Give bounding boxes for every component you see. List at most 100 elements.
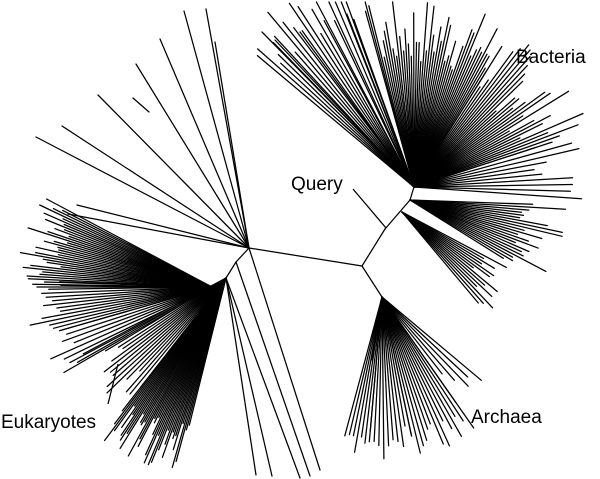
internal-branch bbox=[361, 265, 383, 298]
archaea-leaf-branch bbox=[381, 296, 405, 448]
bacteria-leaf-branch bbox=[261, 31, 415, 188]
bacteria-leaf-branch bbox=[413, 186, 583, 200]
archaea-leaf-branch bbox=[381, 296, 469, 378]
eukaryote-leaf-branch bbox=[66, 286, 213, 335]
archaea-leaf-branch bbox=[381, 296, 451, 447]
archaea-leaf-branch bbox=[381, 296, 443, 375]
eukaryote-leaf-branch bbox=[42, 286, 213, 307]
bacteria-leaf-branch bbox=[413, 48, 521, 188]
bacteria-leaf-branch bbox=[413, 73, 526, 188]
archaea-leaf-branch bbox=[381, 296, 456, 381]
bacteria-leaf-branch bbox=[328, 1, 415, 188]
archaea-leaf-branch bbox=[364, 296, 383, 444]
archaea-label: Archaea bbox=[471, 407, 542, 428]
bacteria-leaf-branch bbox=[334, 1, 415, 188]
bacteria-leaf-branch bbox=[409, 199, 567, 210]
archaea-leaf-branch bbox=[381, 296, 413, 437]
bacteria-leaf-branch bbox=[288, 2, 415, 188]
eukaryote-leaf-branch bbox=[132, 97, 150, 113]
archaea-leaf-branch bbox=[381, 296, 385, 460]
bacteria-label: Bacteria bbox=[516, 47, 586, 68]
bacteria-leaf-branch bbox=[280, 62, 415, 188]
eukaryote-leaf-branch bbox=[45, 198, 213, 288]
eukaryote-leaf-branch bbox=[59, 281, 213, 288]
archaea-leaf-branch bbox=[371, 296, 383, 361]
eukaryote-leaf-branch bbox=[76, 277, 227, 363]
archaea-leaf-branch bbox=[373, 296, 383, 443]
bacteria-leaf-branch bbox=[311, 8, 415, 188]
bacteria-leaf-branch bbox=[409, 199, 563, 237]
eukaryotes-leader-line bbox=[107, 363, 119, 405]
archaea-leaf-branch bbox=[381, 296, 464, 422]
archaea-leaf-branch bbox=[381, 296, 453, 430]
bacteria-leaf-branch bbox=[294, 51, 415, 188]
eukaryote-leaf-branch bbox=[225, 277, 257, 476]
archaea-leaf-branch bbox=[381, 296, 390, 447]
bacteria-leaf-branch bbox=[409, 199, 504, 259]
eukaryote-leaf-branch bbox=[50, 286, 213, 360]
bacteria-leaf-branch bbox=[413, 147, 580, 188]
archaea-leaf-branch bbox=[344, 296, 383, 437]
bacteria-leaf-branch bbox=[409, 199, 563, 234]
query-label: Query bbox=[291, 174, 343, 195]
bacteria-leaf-branch bbox=[297, 5, 415, 188]
bacteria-leaf-branch bbox=[345, 1, 415, 188]
bacteria-leaf-branch bbox=[299, 31, 415, 188]
bacteria-leaf-branch bbox=[413, 45, 503, 188]
eukaryote-leaf-branch bbox=[106, 277, 227, 388]
eukaryote-leaf-branch bbox=[104, 277, 227, 352]
bacteria-leaf-branch bbox=[282, 21, 415, 188]
eukaryote-leaf-branch bbox=[109, 277, 227, 373]
bacteria-leaf-branch bbox=[413, 183, 574, 188]
bacteria-leaf-branch bbox=[315, 1, 415, 188]
eukaryotes-label: Eukaryotes bbox=[1, 412, 96, 433]
bacteria-leaf-branch bbox=[413, 44, 530, 188]
bacteria-leaf-branch bbox=[413, 112, 584, 188]
eukaryote-leaf-branch bbox=[112, 277, 227, 377]
archaea-leaf-branch bbox=[381, 296, 456, 418]
eukaryote-leaf-branch bbox=[35, 136, 250, 249]
bacteria-leaf-branch bbox=[267, 11, 415, 188]
internal-branch bbox=[225, 261, 237, 279]
bacteria-leaf-branch bbox=[409, 199, 547, 273]
archaea-leaf-branch bbox=[381, 296, 457, 404]
bacteria-leaf-branch bbox=[413, 142, 573, 188]
eukaryote-leaf-branch bbox=[56, 286, 213, 309]
query-leader-line bbox=[352, 188, 387, 229]
eukaryote-leaf-branch bbox=[58, 286, 213, 332]
archaea-leaf-branch bbox=[369, 296, 383, 432]
bacteria-leaf-branch bbox=[277, 53, 415, 188]
bacteria-leaf-branch bbox=[340, 1, 415, 188]
bacteria-leaf-branch bbox=[401, 211, 479, 304]
internal-branch bbox=[235, 247, 250, 263]
archaea-leaf-branch bbox=[381, 296, 444, 445]
archaea-leaf-branch bbox=[381, 296, 428, 441]
eukaryote-leaf-branch bbox=[49, 286, 213, 326]
internal-branch bbox=[409, 186, 415, 201]
eukaryote-leaf-branch bbox=[45, 286, 213, 298]
eukaryote-leaf-branch bbox=[183, 10, 250, 249]
eukaryote-leaf-branch bbox=[129, 277, 227, 395]
eukaryote-leaf-branch bbox=[159, 38, 250, 249]
archaea-leaf-branch bbox=[381, 296, 406, 427]
eukaryote-leaf-branch bbox=[73, 286, 213, 344]
eukaryote-leaf-branch bbox=[135, 63, 250, 249]
eukaryote-leaf-branch bbox=[67, 213, 250, 249]
archaea-leaf-branch bbox=[381, 296, 431, 425]
archaea-leaf-branch bbox=[381, 296, 463, 437]
bacteria-leaf-branch bbox=[256, 54, 415, 188]
archaea-leaf-branch bbox=[381, 296, 429, 430]
archaea-leaf-branch bbox=[381, 296, 421, 454]
bacteria-leaf-branch bbox=[413, 51, 514, 188]
bacteria-leaf-branch bbox=[413, 173, 543, 188]
archaea-leaf-branch bbox=[352, 296, 383, 437]
bacteria-leaf-branch bbox=[274, 39, 415, 188]
archaea-leaf-branch bbox=[378, 296, 383, 447]
archaea-leaf-branch bbox=[381, 296, 399, 443]
eukaryote-leaf-branch bbox=[61, 125, 250, 249]
internal-branch bbox=[384, 199, 411, 230]
tree-branches bbox=[19, 1, 584, 479]
archaea-leaf-branch bbox=[381, 296, 425, 447]
bacteria-leaf-branch bbox=[413, 186, 571, 192]
